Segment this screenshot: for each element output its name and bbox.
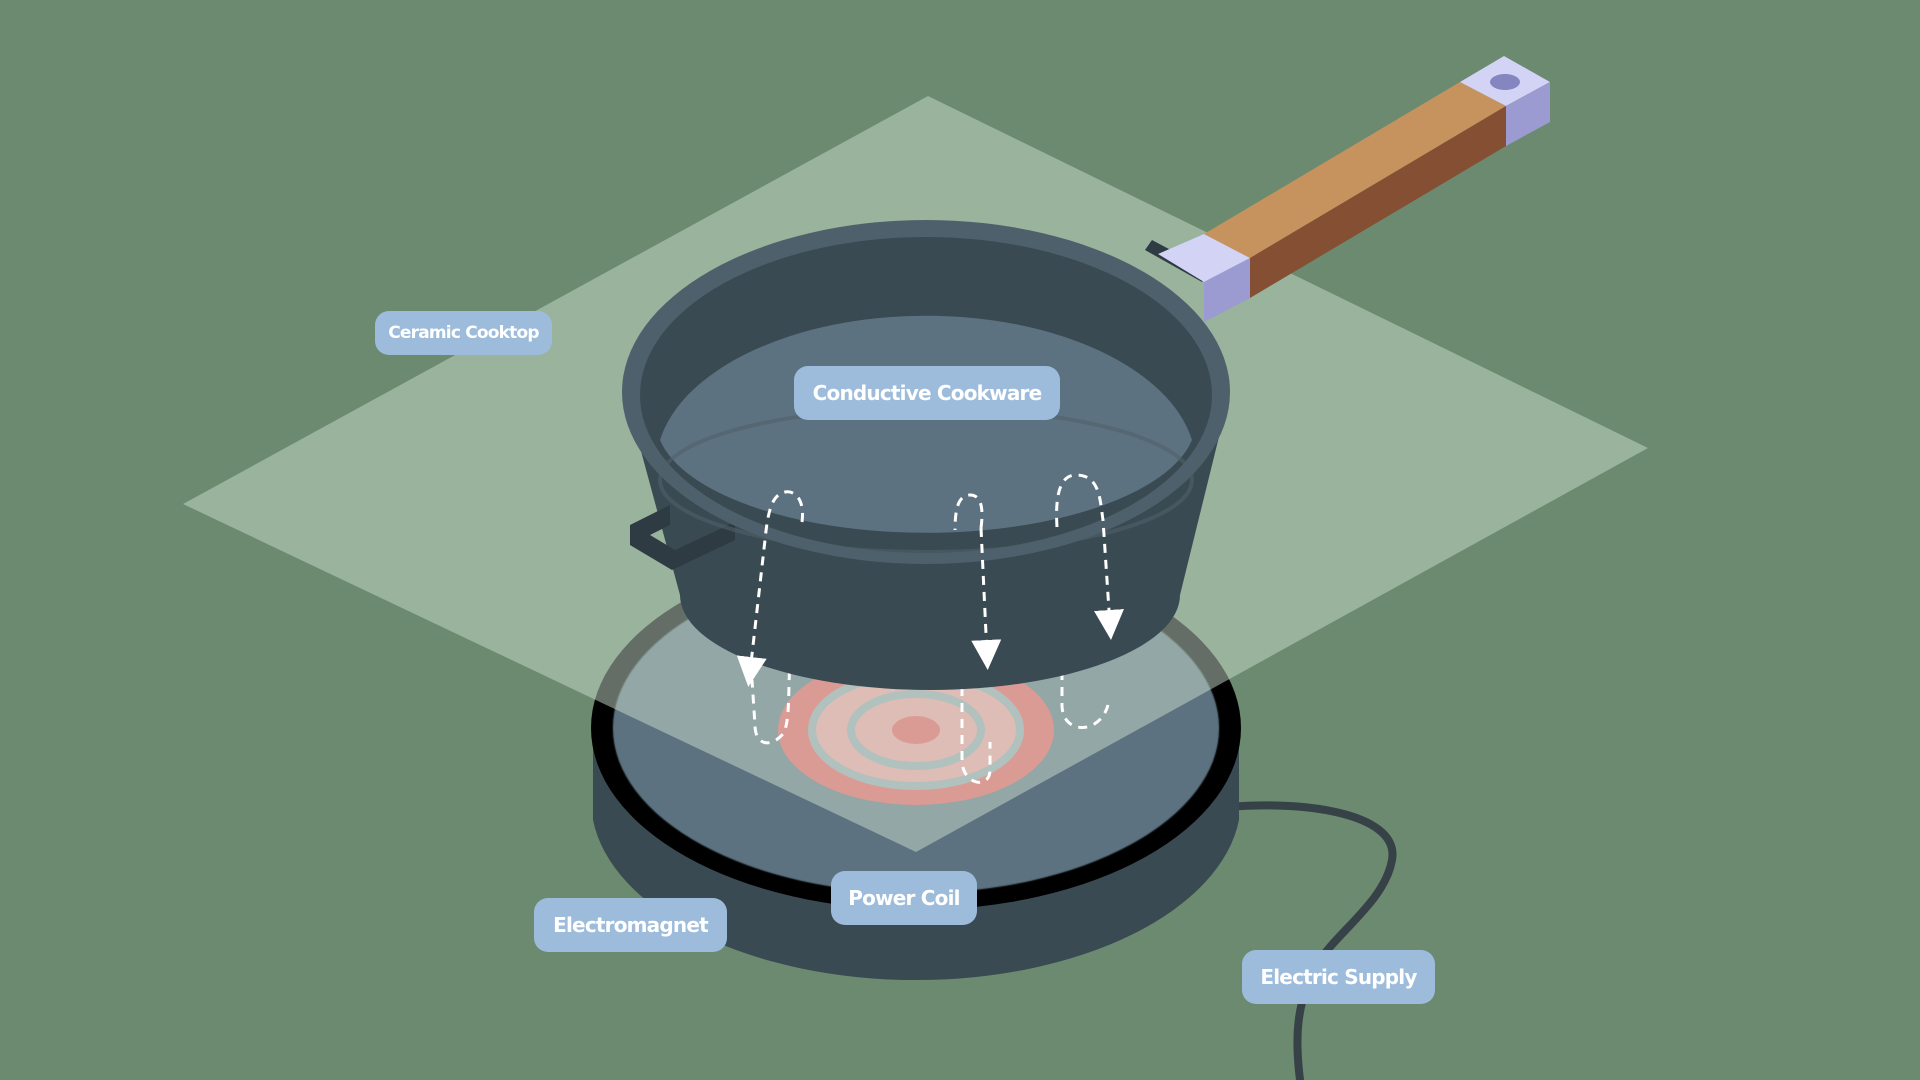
- label-electric-supply: Electric Supply: [1242, 950, 1435, 1004]
- label-conductive-cookware: Conductive Cookware: [794, 366, 1060, 420]
- pan-handle: [1145, 56, 1550, 322]
- magnetic-field-lines-lower: [750, 654, 1110, 784]
- label-ceramic-cooktop: Ceramic Cooktop: [375, 311, 552, 355]
- electric-supply-cable: [1224, 801, 1397, 1080]
- magnetic-field-lines-upper: [736, 473, 1124, 687]
- frying-pan: [622, 220, 1230, 690]
- label-electromagnet: Electromagnet: [534, 898, 727, 952]
- label-power-coil: Power Coil: [831, 871, 977, 925]
